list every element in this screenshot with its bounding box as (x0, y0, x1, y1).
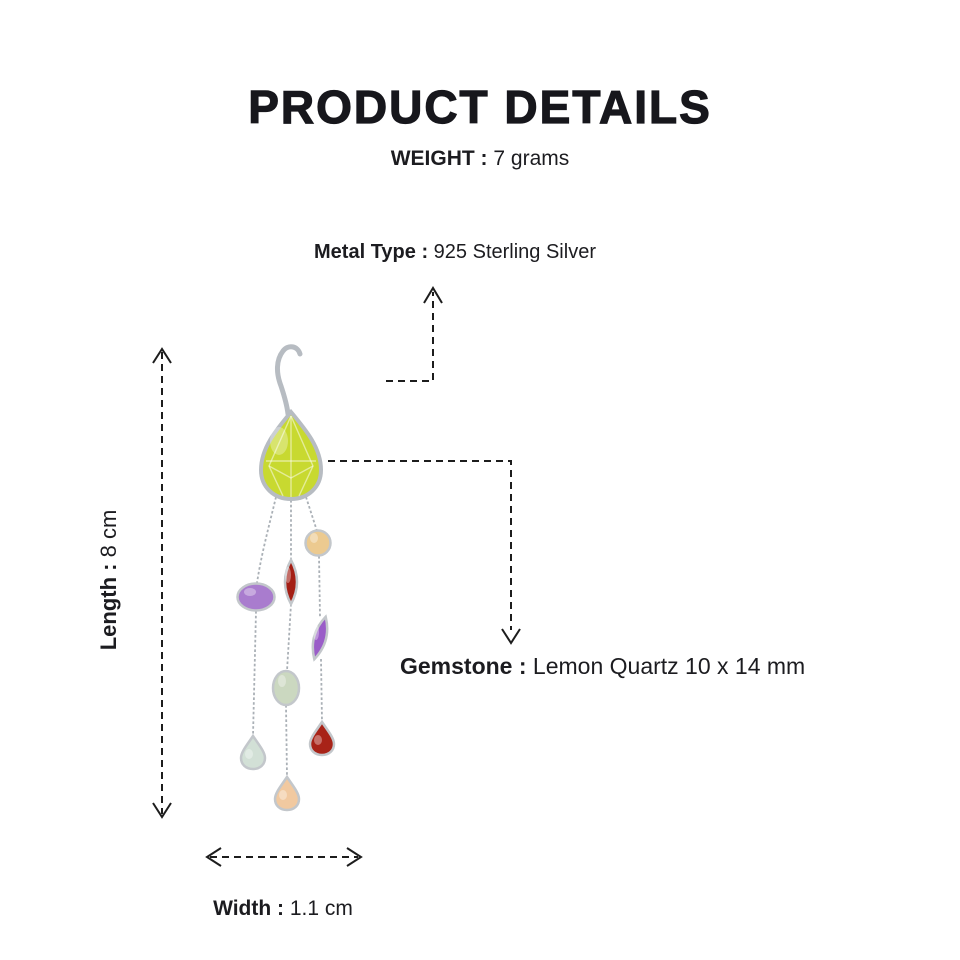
width-value: 1.1 cm (289, 897, 353, 920)
width-label: Width : (213, 897, 285, 920)
metal-type-spec: Metal Type : 925 Sterling Silver (230, 241, 680, 264)
gemstone-pointer (328, 460, 521, 645)
gem-citrine-pear (273, 774, 301, 812)
metal-type-pointer (386, 286, 443, 382)
gem-garnet-marquise (283, 557, 299, 607)
length-measure-arrow (152, 347, 172, 819)
gem-lemon-quartz-pear (258, 408, 324, 502)
width-measure-arrow (205, 847, 363, 867)
metal-type-label: Metal Type : (314, 241, 429, 263)
gem-champagne-round (304, 529, 332, 557)
gem-highlight (270, 427, 288, 455)
earring-hook (275, 344, 303, 417)
weight-spec: WEIGHT : 7 grams (0, 147, 960, 171)
weight-value: 7 grams (493, 147, 570, 170)
gemstone-spec: Gemstone : Lemon Quartz 10 x 14 mm (400, 653, 805, 680)
length-value: 8 cm (96, 509, 121, 558)
gem-amethyst-marquise (311, 614, 329, 662)
gemstone-label: Gemstone : (400, 653, 527, 679)
gem-green-amethyst-pear (239, 733, 267, 771)
page-title: PRODUCT DETAILS (248, 80, 712, 133)
width-spec: Width : 1.1 cm (185, 897, 381, 921)
gem-garnet-pear (308, 719, 336, 757)
gem-facet-lines (266, 415, 316, 497)
gem-amethyst-oval (236, 582, 276, 612)
gem-green-amethyst-oval (271, 669, 301, 707)
length-label: Length : (96, 563, 121, 651)
weight-label: WEIGHT : (390, 147, 488, 170)
earring-dangle-gems (236, 529, 336, 812)
gemstone-value: Lemon Quartz 10 x 14 mm (532, 653, 806, 679)
length-spec: Length : 8 cm (96, 500, 124, 660)
earring-chains (252, 496, 323, 778)
small-gem-highlights (244, 533, 322, 800)
metal-type-value: 925 Sterling Silver (433, 241, 596, 263)
